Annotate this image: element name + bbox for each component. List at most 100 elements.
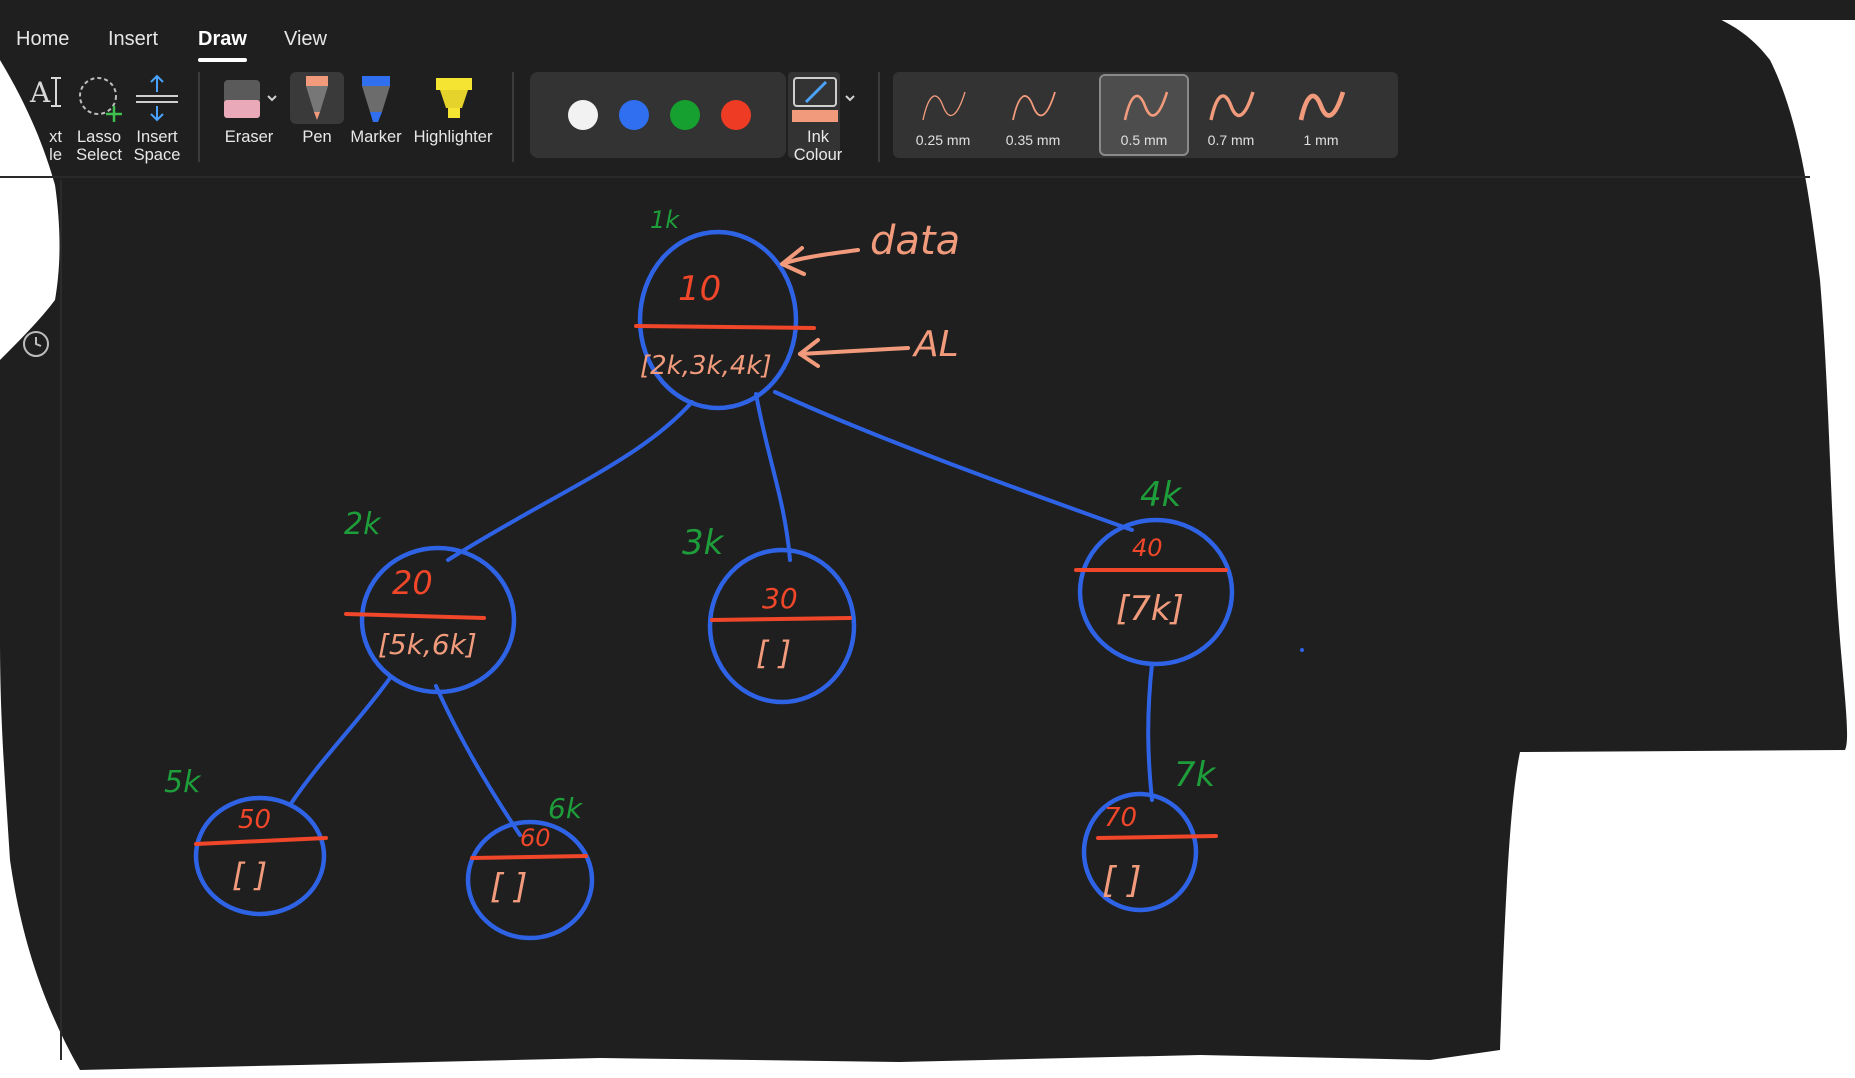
node-list-30: [ ]: [756, 634, 791, 672]
lasso-icon: [79, 77, 122, 122]
node-list-40: [7k]: [1116, 589, 1184, 629]
color-swatch-blue[interactable]: [619, 100, 649, 130]
thickness-label: 0.25 mm: [915, 132, 971, 148]
eraser-label: Eraser: [224, 128, 274, 146]
al-callout-arrow: [798, 346, 910, 356]
node-value-20: 20: [392, 564, 433, 602]
stroke-preview-icon: [1209, 91, 1255, 121]
canvas-left-border: [60, 180, 62, 1060]
node-divider-20: [344, 612, 486, 620]
marker-label: Marker: [350, 128, 402, 146]
thickness-0-35mm[interactable]: 0.35 mm: [989, 76, 1077, 154]
edge-20-60: [434, 684, 522, 837]
node-value-30: 30: [762, 582, 798, 615]
insert-space-label: Insert Space: [133, 128, 181, 164]
history-clock-icon[interactable]: [22, 330, 52, 360]
pen-icon: [306, 76, 328, 120]
color-swatch-red[interactable]: [721, 100, 751, 130]
node-value-50: 50: [238, 805, 271, 835]
node-value-10: 10: [678, 269, 721, 309]
node-divider-60: [470, 854, 588, 860]
node-list-10: [2k,3k,4k]: [640, 351, 772, 381]
node-address-20: 2k: [344, 507, 382, 542]
thickness-0-7mm[interactable]: 0.7 mm: [1187, 76, 1275, 154]
node-circle-20: [359, 545, 517, 695]
node-list-50: [ ]: [232, 856, 267, 894]
tab-home[interactable]: Home: [16, 28, 70, 50]
node-circle-40: [1077, 517, 1235, 667]
node-address-60: 6k: [548, 792, 584, 825]
lasso-select-label: Lasso Select: [76, 128, 122, 164]
node-divider-10: [634, 324, 816, 330]
ribbon-divider: [878, 72, 880, 162]
text-mode-button[interactable]: A xt le: [20, 74, 64, 166]
stroke-preview-icon: [1012, 91, 1056, 121]
ribbon-bottom-border: [0, 176, 1810, 178]
node-divider-50: [194, 836, 328, 846]
node-address-70: 7k: [1174, 755, 1217, 795]
ink-colour-button[interactable]: Ink Colour: [786, 72, 866, 168]
stroke-preview-icon: [1123, 91, 1169, 121]
stray-ink-dot: [1300, 648, 1304, 652]
highlighter-label: Highlighter: [413, 128, 493, 146]
marker-button[interactable]: Marker: [348, 74, 404, 154]
al-callout-label: AL: [912, 324, 959, 365]
eraser-icon: [224, 80, 277, 118]
text-cursor-icon: A: [29, 76, 61, 109]
node-circle-30: [707, 547, 857, 705]
thickness-0-5mm[interactable]: 0.5 mm: [1099, 74, 1189, 156]
stroke-preview-icon: [1298, 91, 1346, 121]
tab-insert[interactable]: Insert: [108, 28, 159, 50]
node-divider-70: [1096, 834, 1218, 840]
node-address-50: 5k: [164, 765, 202, 800]
node-divider-30: [710, 616, 852, 622]
color-swatch-white[interactable]: [568, 100, 598, 130]
pen-button[interactable]: Pen: [290, 72, 344, 156]
al-callout-arrowhead: [798, 338, 820, 368]
color-swatch-green[interactable]: [670, 100, 700, 130]
insert-space-button[interactable]: Insert Space: [130, 74, 184, 166]
eraser-button[interactable]: Eraser: [214, 74, 284, 154]
pen-label: Pen: [302, 128, 332, 146]
edge-10-30: [754, 392, 792, 562]
insert-space-icon: [136, 74, 178, 122]
tab-draw[interactable]: Draw: [198, 28, 247, 62]
data-callout-label: data: [870, 218, 960, 264]
ribbon-divider: [198, 72, 200, 162]
node-list-60: [ ]: [490, 867, 527, 907]
thickness-1mm[interactable]: 1 mm: [1277, 76, 1365, 154]
data-callout-arrowhead: [780, 246, 806, 276]
node-list-20: [5k,6k]: [378, 628, 477, 661]
node-value-70: 70: [1104, 803, 1137, 833]
tab-view[interactable]: View: [284, 28, 327, 50]
node-circle-10: [637, 229, 799, 411]
stroke-thickness-group: 0.25 mm 0.35 mm 0.5 mm 0.7 mm 1 mm: [893, 72, 1398, 158]
ink-colour-icon: [792, 77, 855, 122]
node-list-70: [ ]: [1102, 860, 1142, 901]
node-value-40: 40: [1132, 534, 1163, 562]
node-address-10: 1k: [650, 206, 680, 234]
ink-colour-label: Ink Colour: [793, 128, 843, 164]
marker-icon: [362, 76, 390, 122]
svg-text:A: A: [29, 76, 51, 109]
node-circle-50: [193, 795, 327, 917]
node-address-40: 4k: [1140, 475, 1183, 515]
node-circle-60: [465, 819, 595, 941]
highlighter-button[interactable]: Highlighter: [408, 74, 498, 154]
thickness-label: 1 mm: [1303, 132, 1339, 148]
node-address-30: 3k: [682, 523, 725, 563]
edge-10-40: [773, 390, 1134, 532]
node-circle-70: [1081, 791, 1199, 913]
pen-color-palette: [530, 72, 786, 158]
thickness-label: 0.7 mm: [1207, 132, 1255, 148]
thickness-0-25mm[interactable]: 0.25 mm: [899, 76, 987, 154]
lasso-select-button[interactable]: Lasso Select: [72, 74, 126, 166]
highlighter-icon: [436, 78, 472, 118]
edge-40-70: [1146, 662, 1154, 802]
ribbon-divider: [512, 72, 514, 162]
edge-10-20: [446, 400, 694, 562]
stroke-preview-icon: [922, 91, 966, 121]
